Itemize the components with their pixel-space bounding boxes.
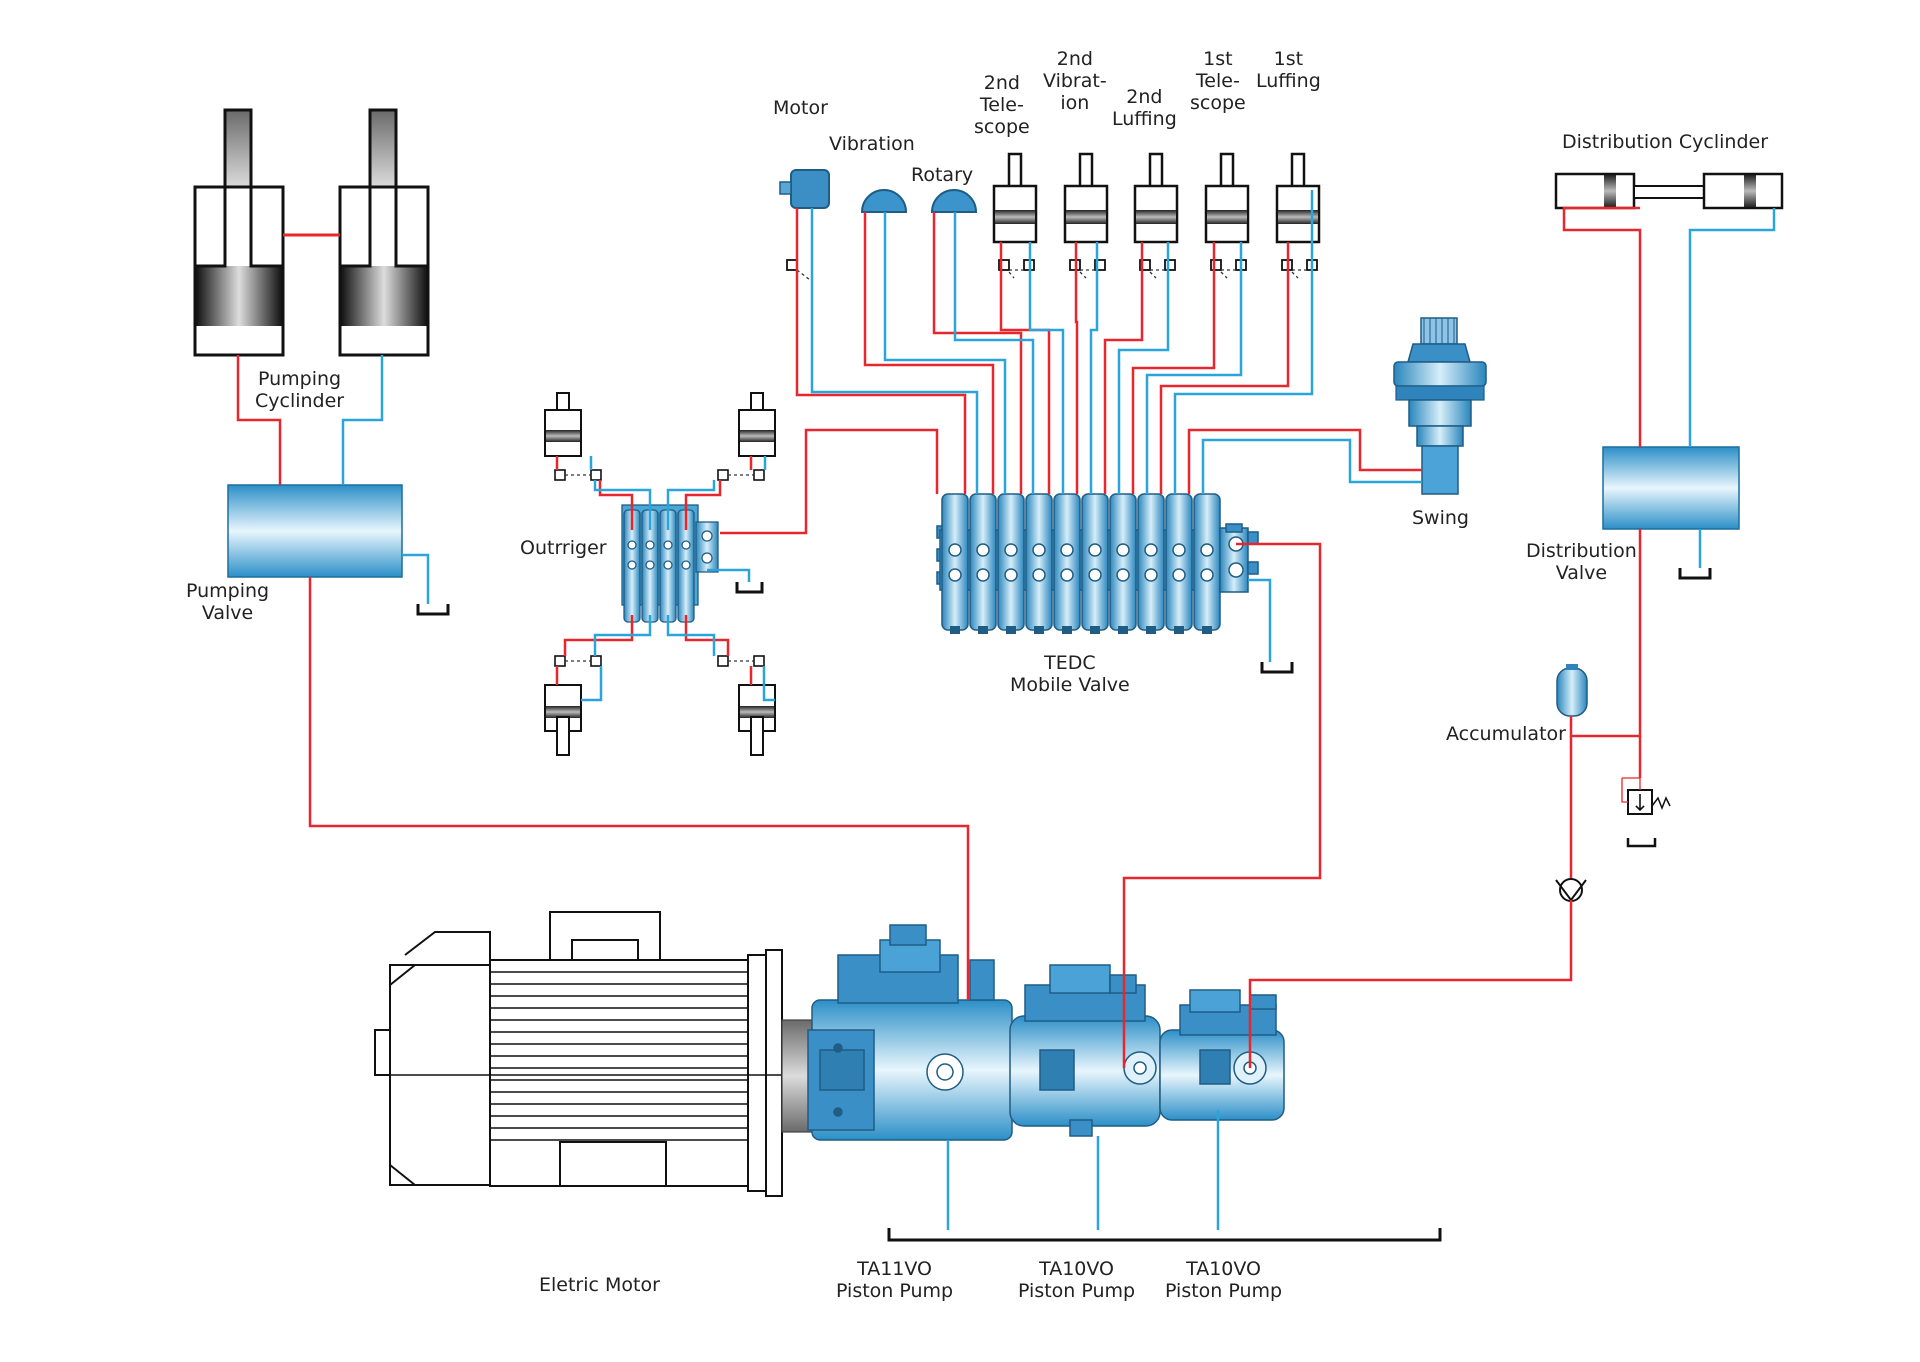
first-telescope-cylinder (1204, 152, 1250, 244)
first-telescope-label-line1: 1st (1203, 48, 1233, 70)
distribution-valve-label: Distribution Valve (1526, 540, 1637, 584)
pump-drain-lines (946, 1110, 1220, 1230)
piston-pump-ta11vo (807, 924, 1013, 1141)
motor-label: Motor (773, 97, 828, 119)
outrigger-cylinders (544, 392, 776, 756)
first-luffing-label-line1: 1st (1273, 48, 1304, 70)
second-vibration-cylinder (1063, 152, 1109, 244)
pumping-cylinder-label: Pumping Cyclinder (255, 368, 344, 412)
pump-1-label-line2: Piston Pump (836, 1280, 954, 1302)
pumping-cylinder-left (193, 108, 285, 357)
distribution-valve-label-line1: Distribution (1526, 540, 1637, 562)
outrigger-cylinder-top-left (544, 392, 582, 457)
distribution-cylinder (1554, 172, 1784, 210)
outrigger-check-valves (554, 469, 765, 667)
pump-2-label: TA10VO Piston Pump (1018, 1258, 1135, 1302)
second-luffing-label: 2nd Luffing (1112, 86, 1177, 130)
second-telescope-label-line1: 2nd (983, 72, 1020, 94)
relief-valve-tank (1626, 838, 1657, 848)
second-luffing-label-line1: 2nd (1126, 86, 1163, 108)
boom-cylinders (992, 152, 1321, 244)
tedc-mobile-valve (936, 493, 1259, 634)
first-luffing-label-line2: Luffing (1256, 70, 1321, 92)
first-telescope-label-line3: scope (1190, 92, 1246, 114)
piston-pump-ta10vo-1 (1009, 964, 1161, 1137)
second-telescope-label-line3: scope (974, 116, 1030, 138)
accumulator (1556, 664, 1588, 717)
pumping-cylinder-label-line1: Pumping (258, 368, 342, 390)
outrigger-cylinder-bottom-left (544, 684, 582, 756)
pumping-cylinder-right (338, 108, 430, 357)
relief-valve (1621, 777, 1671, 815)
pumping-valve-label-line1: Pumping (186, 580, 270, 602)
outrigger-valve-bank (621, 504, 719, 623)
second-vibration-label-line1: 2nd (1056, 48, 1093, 70)
swing-label: Swing (1412, 507, 1469, 529)
piston-pump-ta10vo-2 (1159, 989, 1285, 1121)
pump-3-label: TA10VO Piston Pump (1165, 1258, 1282, 1302)
pumping-valve-tank (416, 604, 450, 616)
first-telescope-label: 1st Tele- scope (1190, 48, 1246, 114)
outrigger-tank (735, 582, 764, 594)
outrigger-cylinder-bottom-right (738, 684, 776, 756)
mobile-valve-tank (1260, 662, 1294, 674)
second-telescope-cylinder (992, 152, 1038, 244)
outrigger-cylinder-top-right (738, 392, 776, 457)
mobile-valve-label: TEDC Mobile Valve (1010, 652, 1130, 696)
second-vibration-label-line3: ion (1060, 92, 1090, 114)
distribution-valve-tank (1678, 568, 1712, 580)
second-telescope-label: 2nd Tele- scope (974, 72, 1030, 138)
rotary-label: Rotary (911, 164, 974, 186)
electric-motor-label: Eletric Motor (539, 1274, 660, 1296)
swing-motor (1393, 317, 1487, 495)
accumulator-label: Accumulator (1446, 723, 1566, 745)
second-luffing-cylinder (1133, 152, 1179, 244)
second-vibration-label: 2nd Vibrat- ion (1043, 48, 1107, 114)
pumping-valve-label-line2: Valve (201, 602, 254, 624)
electric-motor (374, 911, 800, 1197)
distribution-valve-label-line2: Valve (1555, 562, 1608, 584)
mobile-valve-label-line2: Mobile Valve (1010, 674, 1130, 696)
pumping-valve (227, 484, 403, 578)
pump-1-label-line1: TA11VO (857, 1258, 933, 1280)
pump-2-label-line1: TA10VO (1039, 1258, 1115, 1280)
second-luffing-label-line2: Luffing (1112, 108, 1177, 130)
pressure-lines (236, 206, 1642, 1068)
pilot-check-valves (786, 259, 1318, 271)
check-valve (1555, 878, 1587, 902)
vibration-actuator (860, 189, 908, 213)
distribution-cylinder-label: Distribution Cyclinder (1562, 131, 1769, 153)
pump-1-label: TA11VO Piston Pump (836, 1258, 953, 1302)
pumping-cylinder-label-line2: Cyclinder (255, 390, 345, 412)
return-lines (341, 190, 1776, 702)
second-telescope-label-line2: Tele- (979, 94, 1024, 116)
rotary-actuator (930, 189, 978, 213)
distribution-valve (1602, 446, 1740, 530)
pump-3-label-line2: Piston Pump (1165, 1280, 1283, 1302)
pumping-valve-label: Pumping Valve (186, 580, 269, 624)
first-luffing-label: 1st Luffing (1256, 48, 1321, 92)
second-vibration-label-line2: Vibrat- (1043, 70, 1107, 92)
first-telescope-label-line2: Tele- (1195, 70, 1240, 92)
motor-actuator (779, 169, 830, 209)
outrigger-label: Outrriger (520, 537, 607, 559)
pump-2-label-line2: Piston Pump (1018, 1280, 1136, 1302)
vibration-label: Vibration (829, 133, 915, 155)
mobile-valve-label-line1: TEDC (1044, 652, 1096, 674)
pump-tank (887, 1228, 1442, 1242)
pump-3-label-line1: TA10VO (1186, 1258, 1262, 1280)
pumping-cylinders (193, 108, 430, 357)
